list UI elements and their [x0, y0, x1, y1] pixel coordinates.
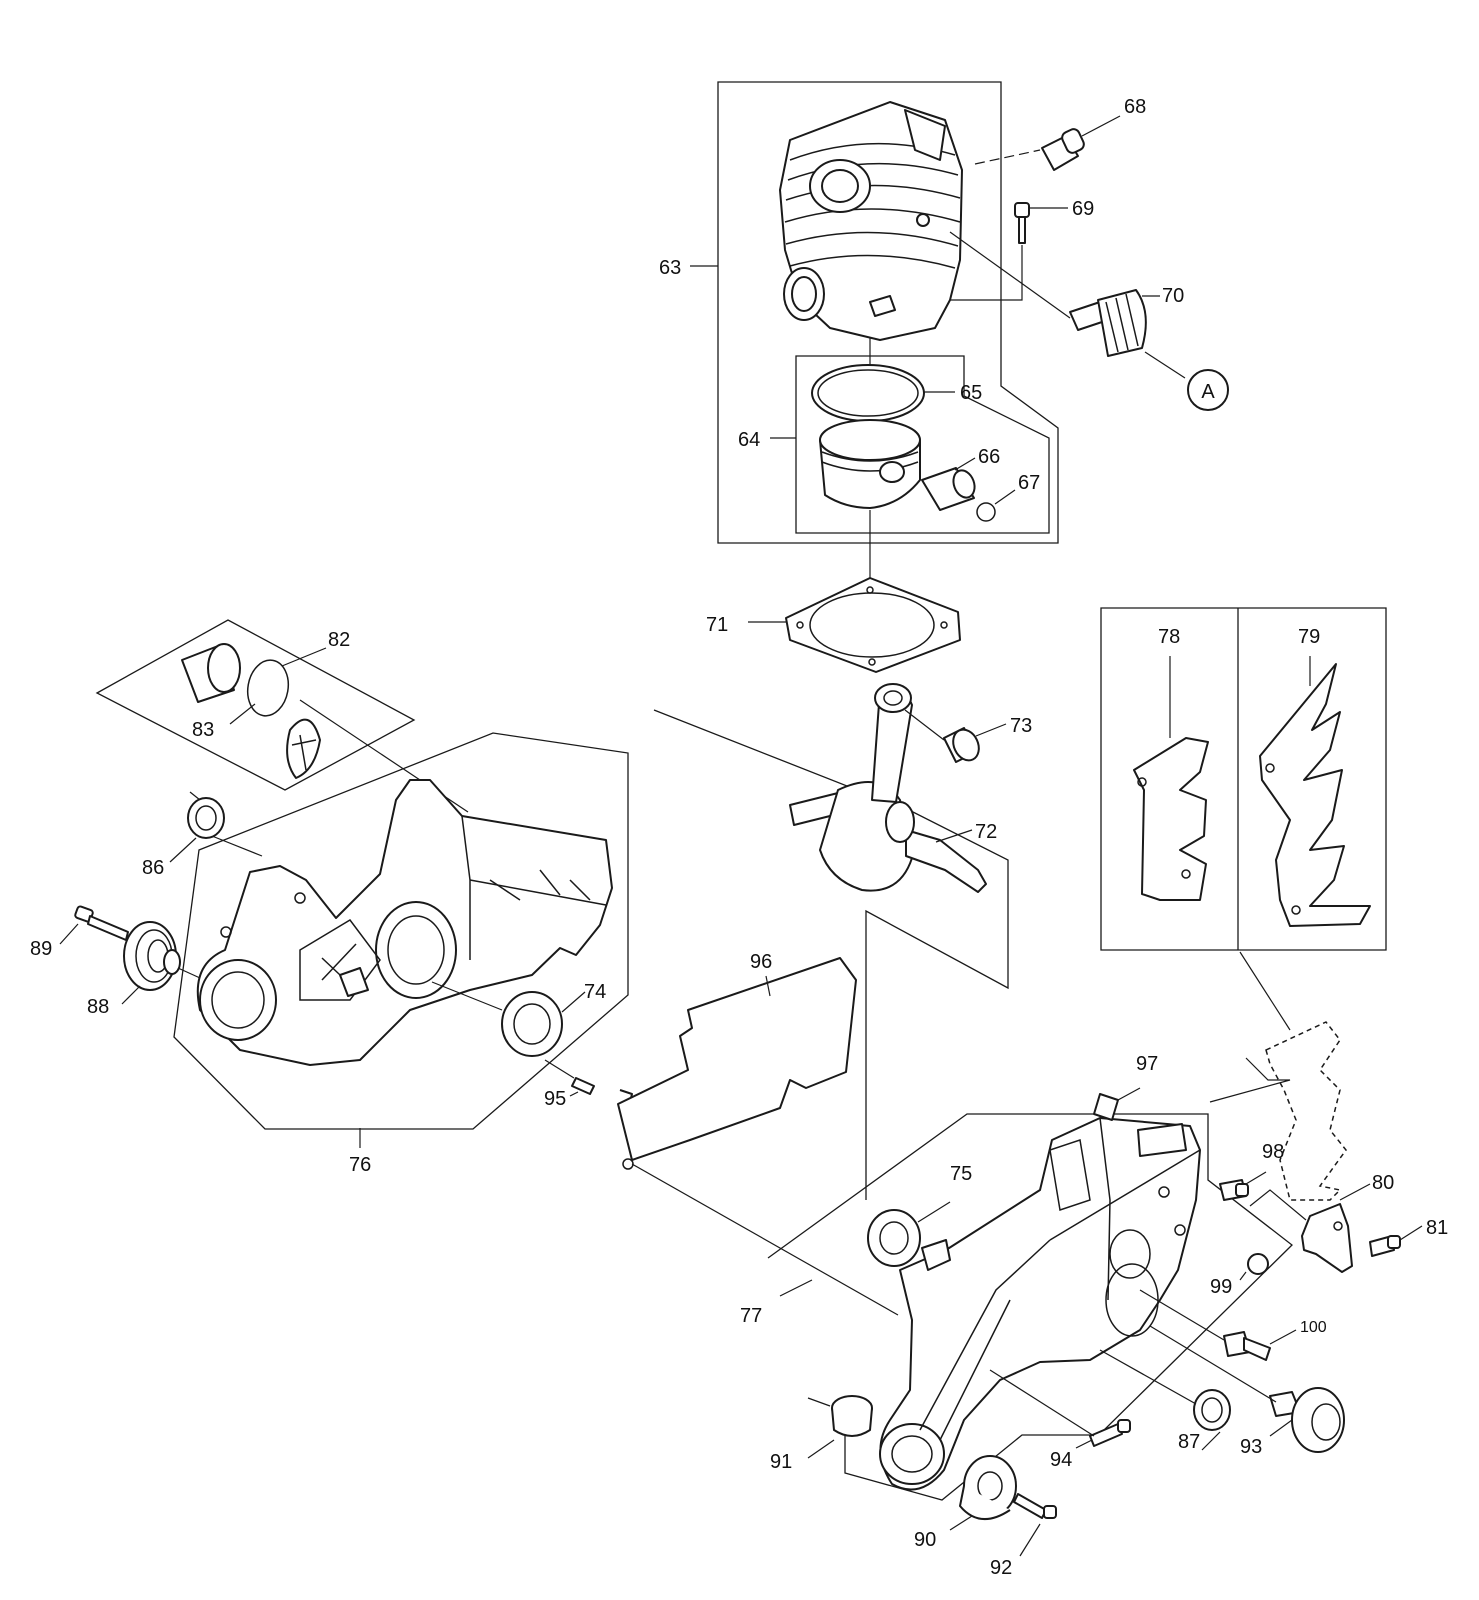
callout-77: 77 [740, 1305, 762, 1327]
screw-94 [1089, 1419, 1131, 1447]
spark-plug [1041, 128, 1085, 171]
callout-66: 66 [978, 446, 1000, 468]
callout-80: 80 [1372, 1172, 1394, 1194]
oil-seal-86 [187, 797, 225, 839]
callout-72: 72 [975, 821, 997, 843]
callout-99: 99 [1210, 1276, 1232, 1298]
callout-68: 68 [1124, 96, 1146, 118]
callout-88: 88 [87, 996, 109, 1018]
cylinder-assembly-box [717, 81, 1059, 544]
callout-67: 67 [1018, 472, 1040, 494]
callout-65: 65 [960, 382, 982, 404]
plug-99 [1247, 1253, 1269, 1275]
crankcase-right [879, 1117, 1201, 1491]
callout-97: 97 [1136, 1053, 1158, 1075]
bushing-91 [831, 1395, 873, 1437]
callout-92: 92 [990, 1557, 1012, 1579]
callout-81: 81 [1426, 1217, 1448, 1239]
callout-96: 96 [750, 951, 772, 973]
callout-70: 70 [1162, 285, 1184, 307]
crankcase-left-box [173, 732, 629, 1130]
spike-bumper-box [1100, 607, 1387, 951]
piston [819, 419, 921, 509]
crankshaft [789, 683, 987, 893]
callout-100: 100 [1300, 1319, 1327, 1336]
bolt-98 [1219, 1179, 1249, 1201]
callout-73: 73 [1010, 715, 1032, 737]
spring-pin [1093, 1093, 1119, 1121]
callout-79: 79 [1298, 626, 1320, 648]
spike-bumper-mount-outline [1265, 1021, 1347, 1201]
callout-63: 63 [659, 257, 681, 279]
callout-90: 90 [914, 1529, 936, 1551]
spike-bumper-large [1259, 663, 1371, 927]
screw-89 [74, 905, 129, 941]
starter-pulley-90 [959, 1455, 1017, 1520]
callout-82: 82 [328, 629, 350, 651]
callout-89: 89 [30, 938, 52, 960]
callout-94: 94 [1050, 1449, 1072, 1471]
crankcase-gasket [617, 957, 857, 1170]
callout-95: 95 [544, 1088, 566, 1110]
oil-seal-75 [867, 1209, 921, 1267]
crankcase-left [196, 779, 613, 1066]
callout-91: 91 [770, 1451, 792, 1473]
callout-74: 74 [584, 981, 606, 1003]
callout-98: 98 [1262, 1141, 1284, 1163]
needle-bearing [943, 727, 980, 763]
callout-93: 93 [1240, 1436, 1262, 1458]
screw-69 [1014, 202, 1030, 244]
spike-bumper-small [1133, 737, 1209, 901]
callout-64: 64 [738, 429, 760, 451]
bolt-100 [1223, 1331, 1271, 1361]
oil-cap-box [95, 619, 416, 791]
reference-a-circle [1187, 369, 1229, 411]
callout-87: 87 [1178, 1431, 1200, 1453]
cylinder-gasket [785, 577, 961, 673]
callout-78: 78 [1158, 626, 1180, 648]
screw-81 [1369, 1235, 1401, 1257]
callout-71: 71 [706, 614, 728, 636]
piston-assembly-box [795, 355, 1050, 534]
callout-76: 76 [349, 1154, 371, 1176]
callout-86: 86 [142, 857, 164, 879]
oil-seal-87 [1193, 1389, 1231, 1431]
cylinder [779, 101, 963, 341]
bracket-80 [1301, 1203, 1353, 1273]
piston-ring [811, 364, 925, 422]
callout-83: 83 [192, 719, 214, 741]
piston-pin [921, 467, 976, 511]
plug-93 [1269, 1387, 1345, 1453]
dowel-pin [571, 1077, 595, 1095]
callout-75: 75 [950, 1163, 972, 1185]
starter-pulley [123, 921, 181, 991]
crankcase-right-box [767, 1113, 1293, 1501]
oil-cap [181, 643, 321, 779]
screw-92 [1013, 1493, 1057, 1519]
callout-69: 69 [1072, 198, 1094, 220]
bearing-74 [501, 991, 563, 1057]
reference-a-label: A [1201, 381, 1215, 403]
decompression-valve [1069, 289, 1147, 357]
circlip [976, 502, 996, 522]
